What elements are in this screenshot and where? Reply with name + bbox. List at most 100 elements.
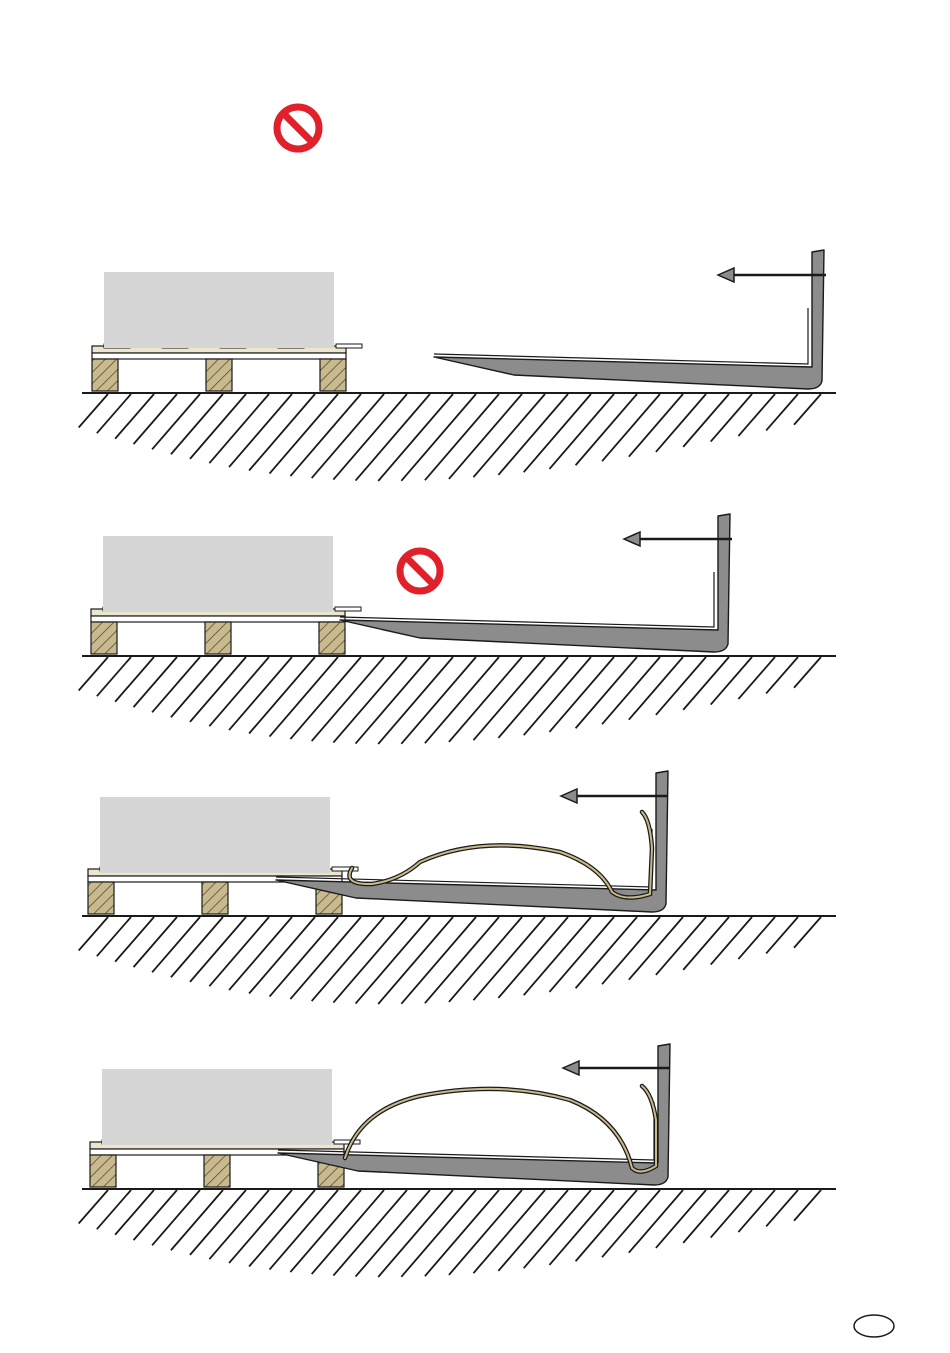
hatch-stroke bbox=[152, 1190, 200, 1245]
pallet-load bbox=[104, 272, 334, 348]
hatch-stroke bbox=[290, 394, 361, 476]
pallet-block bbox=[319, 622, 345, 654]
prohibition-bar bbox=[407, 558, 433, 584]
panel-4 bbox=[79, 1044, 836, 1277]
panel-1 bbox=[79, 250, 836, 481]
hatch-stroke bbox=[711, 657, 752, 705]
hatch-stroke bbox=[79, 1190, 108, 1223]
hatch-stroke bbox=[602, 394, 660, 461]
hatch-stroke bbox=[312, 394, 384, 478]
prohibition-icon bbox=[400, 551, 440, 591]
pallet-block bbox=[90, 1155, 116, 1187]
hatch-stroke bbox=[738, 657, 775, 699]
hatch-stroke bbox=[498, 1190, 568, 1271]
hatch-stroke bbox=[378, 657, 453, 744]
hatch-stroke bbox=[152, 657, 200, 712]
hatch-stroke bbox=[190, 394, 246, 459]
hatch-stroke bbox=[115, 1190, 154, 1235]
pallet-deck-board bbox=[335, 607, 361, 611]
arrow-left-icon bbox=[624, 532, 732, 546]
hatch-stroke bbox=[576, 394, 637, 465]
hatch-stroke bbox=[711, 1190, 752, 1238]
pallet bbox=[88, 867, 358, 914]
hatch-stroke bbox=[79, 917, 108, 950]
hatch-stroke bbox=[683, 917, 729, 970]
pallet bbox=[92, 344, 362, 391]
hatch-stroke bbox=[134, 917, 177, 967]
hatch-stroke bbox=[656, 394, 706, 452]
hatch-stroke bbox=[378, 1190, 453, 1277]
pallet-load bbox=[103, 536, 333, 612]
hatch-stroke bbox=[576, 1190, 637, 1261]
hatch-stroke bbox=[473, 917, 545, 1000]
pallet-block bbox=[202, 882, 228, 914]
hatch-stroke bbox=[401, 657, 476, 744]
hatch-stroke bbox=[115, 657, 154, 702]
fork-tine bbox=[340, 514, 730, 652]
hatch-stroke bbox=[378, 917, 453, 1004]
hatch-stroke bbox=[425, 1190, 499, 1276]
arrow-head bbox=[561, 789, 577, 803]
hatch-stroke bbox=[79, 657, 108, 690]
panel-2 bbox=[79, 514, 836, 744]
arrow-head bbox=[718, 268, 734, 282]
arrow-head bbox=[624, 532, 640, 546]
hatch-stroke bbox=[711, 394, 752, 442]
hatch-stroke bbox=[576, 657, 637, 728]
pallet bbox=[90, 1140, 360, 1187]
hatch-stroke bbox=[290, 917, 361, 999]
hatch-stroke bbox=[425, 394, 499, 480]
pallet-stringer bbox=[91, 616, 345, 622]
hatch-stroke bbox=[738, 1190, 775, 1232]
hatch-stroke bbox=[629, 657, 683, 720]
hatch-stroke bbox=[425, 917, 499, 1003]
hatch-stroke bbox=[498, 657, 568, 738]
pallet-block bbox=[88, 882, 114, 914]
arrow-left-icon bbox=[718, 268, 826, 282]
ground-hatching bbox=[79, 394, 821, 481]
hatch-stroke bbox=[656, 657, 706, 715]
hatch-stroke bbox=[152, 917, 200, 972]
hatch-stroke bbox=[498, 917, 568, 998]
hatch-stroke bbox=[209, 917, 269, 986]
hatch-stroke bbox=[401, 1190, 476, 1277]
hatch-stroke bbox=[711, 917, 752, 965]
fork-edge bbox=[340, 572, 714, 627]
hatch-stroke bbox=[425, 657, 499, 743]
pallet bbox=[91, 607, 361, 654]
ground-hatching bbox=[79, 657, 821, 744]
ground-hatching bbox=[79, 917, 821, 1004]
hatch-stroke bbox=[629, 917, 683, 980]
hatch-stroke bbox=[602, 1190, 660, 1257]
hatch-stroke bbox=[473, 657, 545, 740]
hatch-stroke bbox=[333, 1190, 407, 1276]
hatch-stroke bbox=[683, 657, 729, 710]
hatch-stroke bbox=[171, 1190, 223, 1250]
pallet-block bbox=[92, 359, 118, 391]
page-number-badge bbox=[854, 1315, 894, 1337]
fork-tine bbox=[278, 1044, 670, 1185]
hatch-stroke bbox=[449, 657, 522, 742]
hatch-stroke bbox=[356, 394, 430, 481]
pallet-stringer bbox=[92, 353, 346, 359]
pallet-block bbox=[206, 359, 232, 391]
hatch-stroke bbox=[602, 917, 660, 984]
hatch-stroke bbox=[683, 394, 729, 447]
hatch-stroke bbox=[290, 657, 361, 739]
fork-edge bbox=[278, 1102, 654, 1160]
pallet-load bbox=[102, 1069, 332, 1145]
hatch-stroke bbox=[602, 657, 660, 724]
hatch-stroke bbox=[79, 394, 108, 427]
pallet-deck-board bbox=[336, 344, 362, 348]
hatch-stroke bbox=[209, 1190, 269, 1259]
hatch-stroke bbox=[190, 657, 246, 722]
pallet-load bbox=[100, 797, 330, 873]
pallet-deck-board bbox=[334, 1140, 360, 1144]
hatch-stroke bbox=[656, 917, 706, 975]
hatch-stroke bbox=[378, 394, 453, 481]
hatch-stroke bbox=[209, 394, 269, 463]
hatch-stroke bbox=[209, 657, 269, 726]
hatch-stroke bbox=[794, 394, 821, 425]
fork-edge bbox=[276, 829, 652, 887]
pallet-block bbox=[205, 622, 231, 654]
